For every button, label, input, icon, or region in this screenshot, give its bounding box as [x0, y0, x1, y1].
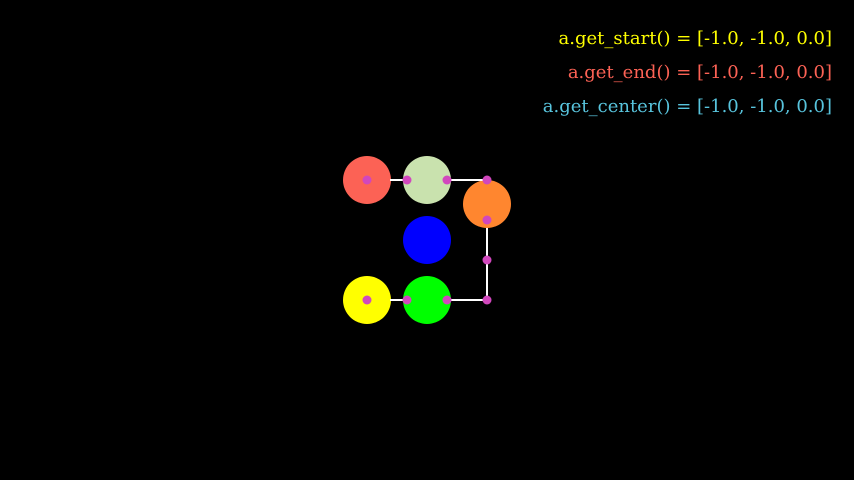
circle-green	[403, 276, 451, 324]
circle-light-green	[403, 156, 451, 204]
anchor-dot	[482, 215, 492, 225]
anchor-dot	[482, 255, 492, 265]
end-readout: a.get_end() = [-1.0, -1.0, 0.0]	[567, 62, 832, 83]
anchor-dot	[442, 175, 452, 185]
anchor-dot	[402, 295, 412, 305]
center-readout: a.get_center() = [-1.0, -1.0, 0.0]	[542, 96, 832, 117]
circle-blue	[403, 216, 451, 264]
anchor-dot	[362, 175, 372, 185]
anchor-dots	[362, 175, 492, 305]
start-readout: a.get_start() = [-1.0, -1.0, 0.0]	[558, 28, 832, 49]
anchor-dot	[482, 295, 492, 305]
circle-orange	[463, 180, 511, 228]
anchor-dot	[402, 175, 412, 185]
anchor-dot	[362, 295, 372, 305]
anchor-dot	[482, 175, 492, 185]
anchor-dot	[442, 295, 452, 305]
